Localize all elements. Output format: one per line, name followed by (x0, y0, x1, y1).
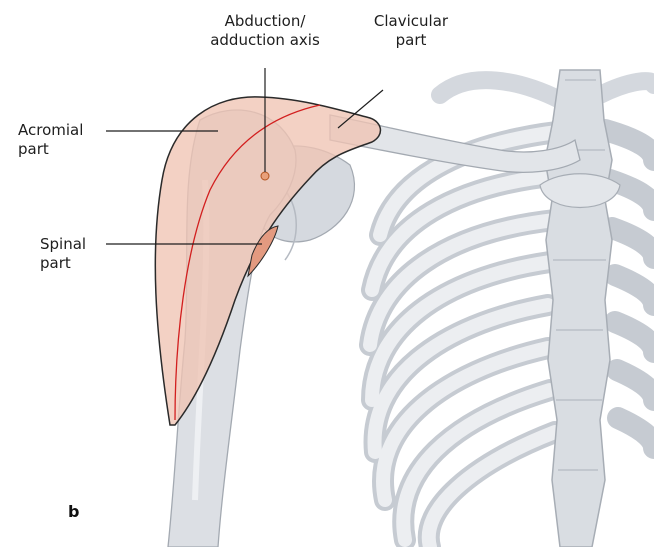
acromial-label-line2: part (18, 140, 83, 159)
clavicular-part-label: Clavicular part (365, 12, 457, 50)
panel-letter: b (68, 502, 79, 521)
spinal-label-line1: Spinal (40, 235, 86, 254)
spinal-label-line2: part (40, 254, 86, 273)
abduction-axis-label: Abduction/ adduction axis (205, 12, 325, 50)
clavicular-label-line2: part (365, 31, 457, 50)
clavicular-label-line1: Clavicular (365, 12, 457, 31)
acromial-label-line1: Acromial (18, 121, 83, 140)
abduction-label-line1: Abduction/ (205, 12, 325, 31)
acromial-part-label: Acromial part (18, 121, 83, 159)
sternum (540, 70, 620, 547)
axis-point-icon (261, 172, 269, 180)
abduction-label-line2: adduction axis (205, 31, 325, 50)
deltoid-muscle (155, 97, 380, 425)
spinal-part-label: Spinal part (40, 235, 86, 273)
